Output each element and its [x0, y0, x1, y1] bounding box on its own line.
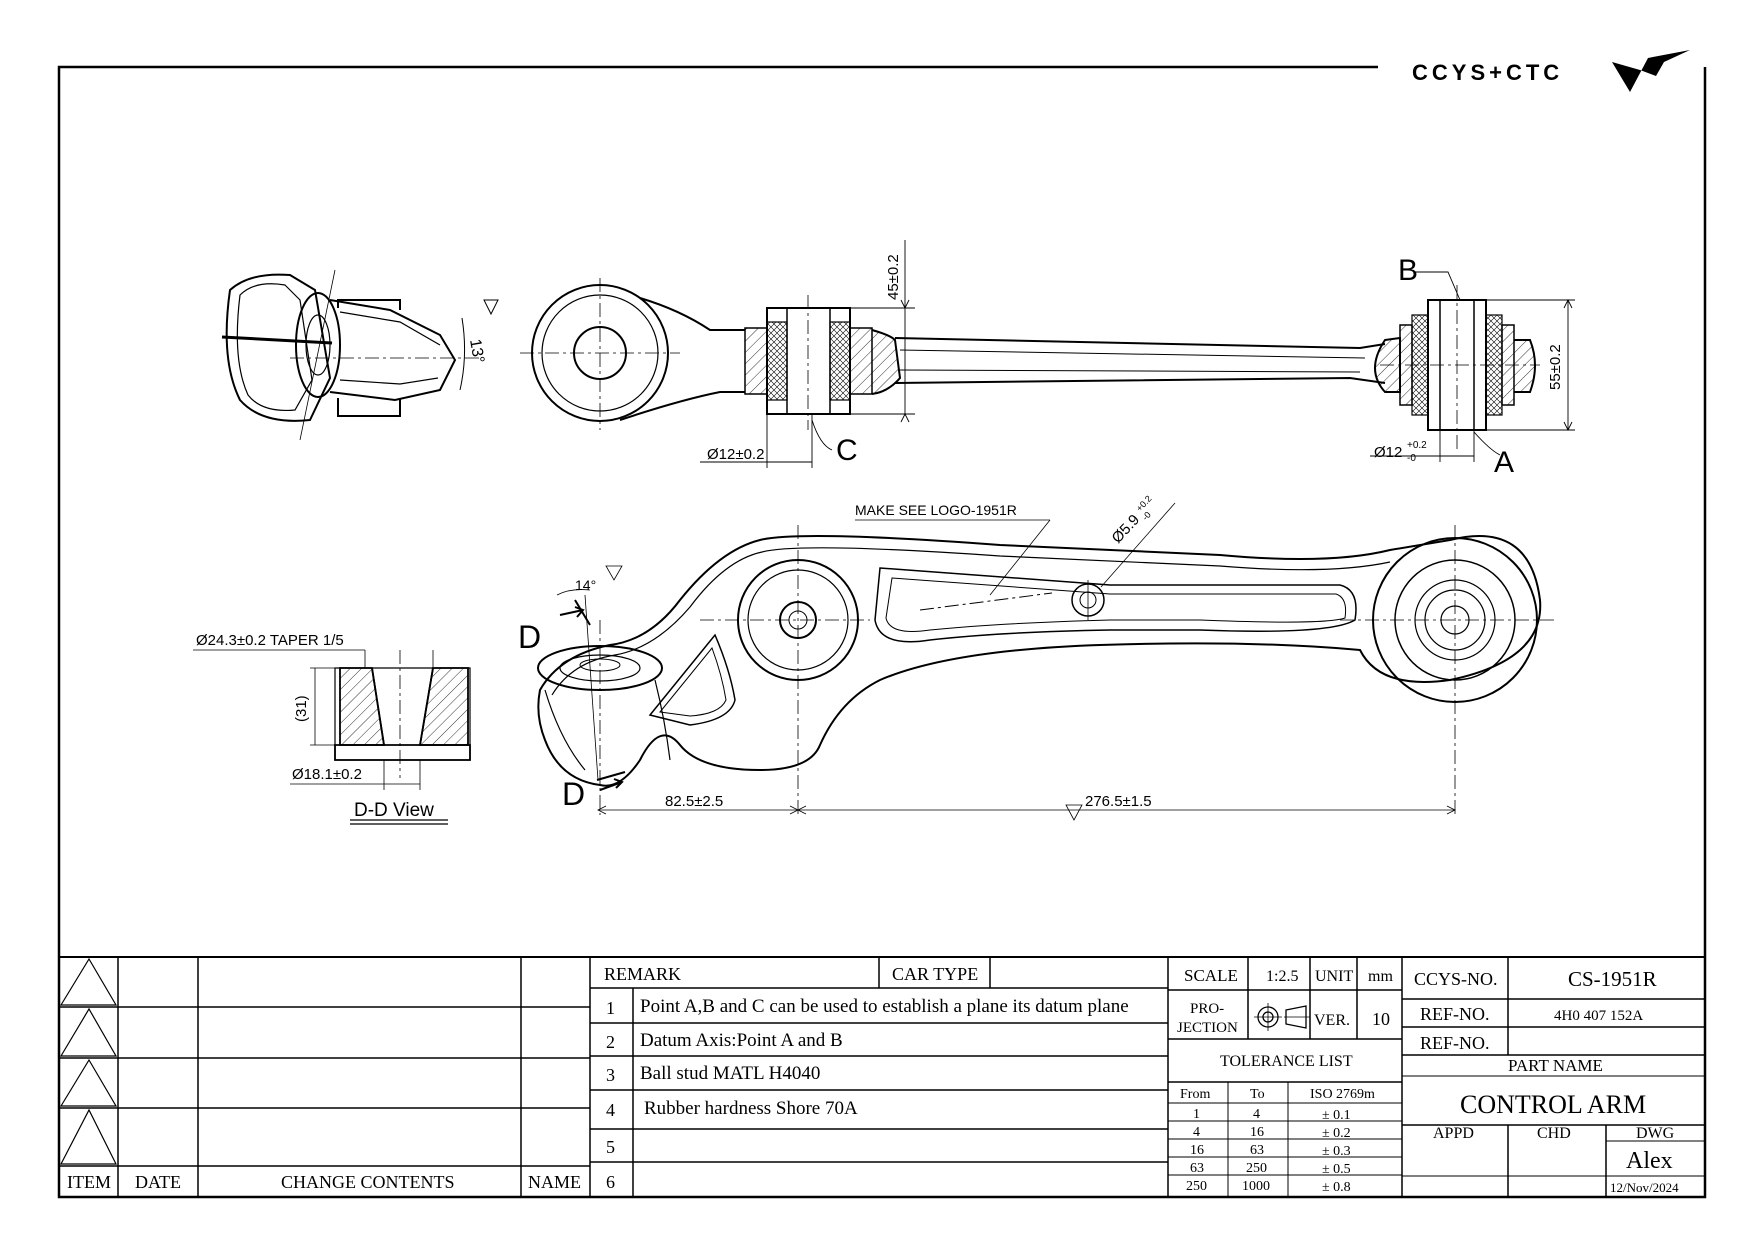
angle-13-label: 13° [466, 338, 487, 365]
remark-num-6: 6 [606, 1172, 615, 1192]
label-d-top: D [518, 619, 541, 655]
tol-value-1: ± 0.1 [1322, 1108, 1351, 1123]
scale-value: 1:2.5 [1266, 968, 1298, 985]
tol-to-4: 250 [1246, 1161, 1267, 1176]
rev-header-item: ITEM [67, 1172, 111, 1192]
ver-value: 10 [1372, 1009, 1390, 1029]
tol-value-4: ± 0.5 [1322, 1162, 1351, 1177]
remark-label: REMARK [604, 964, 681, 984]
ref-no-value: 4H0 407 152A [1554, 1008, 1643, 1024]
end-view [221, 269, 499, 441]
part-name-value: CONTROL ARM [1460, 1090, 1646, 1119]
rev-header-date: DATE [135, 1172, 181, 1192]
plan-view-dimensions [556, 502, 1555, 821]
remark-num-2: 2 [606, 1032, 615, 1052]
dwg-date: 12/Nov/2024 [1610, 1180, 1679, 1195]
tol-header-iso: ISO 2769m [1310, 1087, 1375, 1102]
label-d-bottom: D [562, 776, 585, 812]
dd-dimensions [193, 649, 448, 825]
dim-55: 55±0.2 [1547, 344, 1564, 390]
dim-45: 45±0.2 [885, 254, 902, 300]
remark-num-5: 5 [606, 1137, 615, 1157]
chd-label: CHD [1537, 1125, 1571, 1142]
top-view-dimensions [700, 240, 1575, 468]
dim-phi12-a-tol-upper: +0.2 [1407, 440, 1427, 451]
remark-num-4: 4 [606, 1100, 615, 1120]
remark-text-3: Ball stud MATL H4040 [640, 1063, 820, 1084]
tol-value-5: ± 0.8 [1322, 1180, 1351, 1195]
tol-to-3: 63 [1250, 1143, 1264, 1158]
remark-text-2: Datum Axis:Point A and B [640, 1030, 843, 1051]
tol-value-2: ± 0.2 [1322, 1126, 1351, 1141]
tol-to-2: 16 [1250, 1125, 1264, 1140]
tol-from-1: 1 [1193, 1107, 1200, 1122]
logo-note: MAKE SEE LOGO-1951R [855, 502, 1017, 518]
svg-text:CCYS+CTC: CCYS+CTC [1412, 60, 1563, 85]
dim-phi59: Ø5.9 [1108, 511, 1143, 546]
label-b: B [1398, 254, 1418, 287]
car-type-label: CAR TYPE [892, 964, 978, 984]
tol-from-5: 250 [1186, 1179, 1207, 1194]
title-block-text: ITEM DATE CHANGE CONTENTS NAME REMARK CA… [67, 964, 1679, 1195]
drawing-border [57, 65, 1707, 1199]
dwg-label: DWG [1636, 1125, 1675, 1142]
tol-from-2: 4 [1193, 1125, 1200, 1140]
projection-label-1: PRO- [1190, 1001, 1224, 1017]
tol-from-4: 63 [1190, 1161, 1204, 1176]
dd-view-title: D-D View [354, 800, 434, 821]
dd-bottom-dim: Ø18.1±0.2 [292, 766, 362, 783]
angle-14-label: 14° [575, 577, 596, 593]
ref-no2-label: REF-NO. [1420, 1033, 1490, 1053]
unit-value: mm [1368, 968, 1393, 985]
scale-label: SCALE [1184, 966, 1238, 985]
dd-section-view [334, 650, 471, 778]
ref-no-label: REF-NO. [1420, 1004, 1490, 1024]
dim-phi12-c: Ø12±0.2 [707, 446, 764, 463]
unit-label: UNIT [1315, 968, 1353, 985]
remark-text-1: Point A,B and C can be used to establish… [640, 996, 1129, 1017]
appd-label: APPD [1433, 1125, 1474, 1142]
projection-label-2: JECTION [1177, 1020, 1238, 1036]
company-logo: CCYS+CTC [1412, 50, 1690, 92]
remark-num-3: 3 [606, 1065, 615, 1085]
projection-symbol-icon [1254, 1003, 1310, 1031]
remark-num-1: 1 [606, 998, 615, 1018]
tol-from-3: 16 [1190, 1143, 1204, 1158]
rev-header-name: NAME [528, 1172, 581, 1192]
ccys-no-label: CCYS-NO. [1414, 969, 1498, 989]
label-a: A [1494, 446, 1514, 479]
dwg-name: Alex [1626, 1148, 1673, 1174]
tol-header-to: To [1250, 1087, 1265, 1102]
top-view [520, 278, 1540, 450]
dim-82-5: 82.5±2.5 [665, 793, 723, 810]
tol-header-from: From [1180, 1087, 1210, 1102]
part-name-label: PART NAME [1508, 1056, 1603, 1075]
ver-label: VER. [1314, 1012, 1350, 1029]
plan-view [537, 535, 1542, 787]
tol-to-1: 4 [1253, 1107, 1260, 1122]
dim-phi12-a-tol-lower: -0 [1407, 453, 1416, 464]
dd-height-dim: (31) [293, 695, 310, 722]
tol-value-3: ± 0.3 [1322, 1144, 1351, 1159]
label-c: C [836, 434, 858, 467]
dim-276-5: 276.5±1.5 [1085, 793, 1152, 810]
ccys-no-value: CS-1951R [1568, 967, 1657, 991]
remark-text-4: Rubber hardness Shore 70A [644, 1098, 858, 1119]
rev-header-change: CHANGE CONTENTS [281, 1172, 455, 1192]
dd-taper-dim: Ø24.3±0.2 TAPER 1/5 [196, 632, 344, 649]
title-block-grid [59, 956, 1705, 1197]
dim-phi12-a: Ø12 [1374, 444, 1402, 461]
tol-to-5: 1000 [1242, 1179, 1270, 1194]
tolerance-title: TOLERANCE LIST [1220, 1053, 1353, 1070]
